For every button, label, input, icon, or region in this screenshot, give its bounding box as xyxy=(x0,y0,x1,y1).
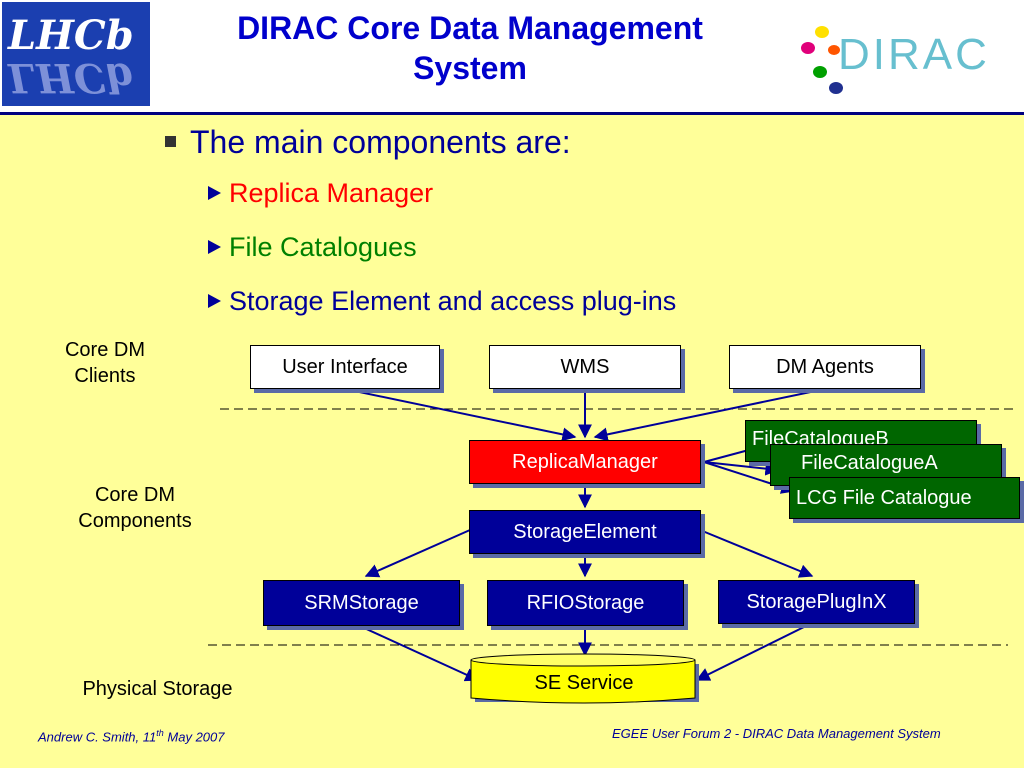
sub-bullet-2: File Catalogues xyxy=(208,232,417,263)
storage-plugin-x-box: StoragePlugInX xyxy=(718,580,915,624)
replica-manager-box: ReplicaManager xyxy=(469,440,701,484)
sub-bullet-1: Replica Manager xyxy=(208,178,433,209)
label-line: Core DM xyxy=(64,339,145,361)
triangle-bullet-icon xyxy=(208,185,221,200)
footer-event: EGEE User Forum 2 - DIRAC Data Managemen… xyxy=(612,726,941,741)
wms-box: WMS xyxy=(489,345,681,389)
footer-author-text: Andrew C. Smith, 11 xyxy=(38,729,157,745)
se-service-cylinder xyxy=(470,653,699,704)
lhcb-logo: LHCb LHCb xyxy=(2,2,150,106)
triangle-bullet-icon xyxy=(208,239,221,254)
sub-bullet-3: Storage Element and access plug-ins xyxy=(208,286,676,317)
square-bullet-icon xyxy=(165,136,176,148)
label-line: Clients xyxy=(74,365,136,387)
user-interface-box: User Interface xyxy=(250,345,440,389)
lhcb-logo-text: LHCb xyxy=(8,12,134,59)
footer-author-date: May 2007 xyxy=(163,729,225,745)
label-line: Core DM xyxy=(94,484,175,506)
srm-storage-box: SRMStorage xyxy=(263,580,460,626)
slide-title-line1: DIRAC Core Data Management xyxy=(237,10,703,46)
lcg-file-catalogue-box: LCG File Catalogue xyxy=(789,477,1020,519)
rfio-storage-box: RFIOStorage xyxy=(487,580,684,626)
triangle-bullet-icon xyxy=(208,293,221,308)
main-bullet: The main components are: xyxy=(165,124,571,161)
physical-storage-label: Physical Storage xyxy=(82,678,233,700)
header-divider xyxy=(0,112,1024,115)
label-line: Components xyxy=(78,510,192,532)
slide-title: DIRAC Core Data Management System xyxy=(170,8,770,88)
core-dm-clients-label: Core DM Clients xyxy=(40,337,170,389)
sub-bullet-text: Storage Element and access plug-ins xyxy=(229,286,677,316)
dirac-logo-text: DIRAC xyxy=(838,30,990,79)
core-dm-components-label: Core DM Components xyxy=(55,482,215,534)
slide-title-line2: System xyxy=(413,50,527,86)
footer-author-sup: th xyxy=(156,728,164,738)
main-bullet-text: The main components are: xyxy=(190,124,571,160)
dirac-logo-dots xyxy=(801,26,843,94)
dm-agents-box: DM Agents xyxy=(729,345,921,389)
slide-header xyxy=(0,0,1024,112)
storage-element-box: StorageElement xyxy=(469,510,701,554)
sub-bullet-text: Replica Manager xyxy=(229,178,434,208)
se-service-label: SE Service xyxy=(534,672,634,694)
footer-author: Andrew C. Smith, 11th May 2007 xyxy=(38,728,224,744)
sub-bullet-text: File Catalogues xyxy=(229,232,417,262)
